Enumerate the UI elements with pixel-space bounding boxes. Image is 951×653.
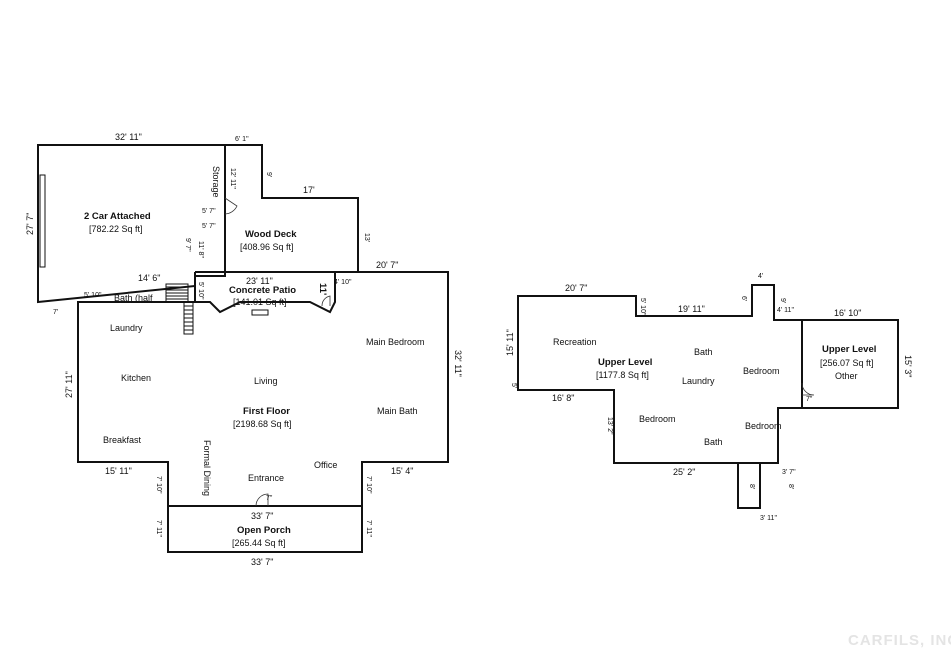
entry-door-swing — [255, 493, 269, 507]
dim-up-notch-right: 9' — [779, 298, 786, 303]
dim-garage-left: 27' 7" — [25, 213, 35, 235]
dim-up-bottom: 25' 2" — [673, 467, 695, 477]
garage-door-marking — [39, 174, 46, 268]
upper-bedroom-1-label: Bedroom — [743, 366, 780, 376]
dim-patio-r2: 4' 10" — [334, 279, 352, 286]
dim-up-inner-left: 13' 2" — [606, 417, 613, 435]
upper-bath-2-label: Bath — [704, 437, 723, 447]
dim-porch-left: 7' 11" — [155, 520, 162, 537]
deck-sqft: [408.96 Sq ft] — [240, 242, 294, 252]
dim-ff-top: 20' 7" — [376, 260, 398, 270]
watermark: CARFILS, INC — [848, 632, 951, 649]
dim-porch-right: 7' 11" — [365, 520, 372, 537]
dim-entry-top: 33' 7" — [251, 511, 273, 521]
dim-up-notch-out: 4' 11" — [777, 307, 794, 314]
dim-ff-bot-left: 15' 11" — [105, 466, 132, 476]
dim-up-step: 5' 10" — [639, 298, 646, 316]
dim-patio-right: 11' — [317, 283, 328, 295]
other-label: Other — [835, 371, 858, 381]
storage-walls — [225, 144, 263, 190]
dim-up-br-left: 8' — [748, 484, 755, 489]
dim-up-notch-top: 4' — [758, 273, 763, 280]
laundry-label: Laundry — [110, 323, 143, 333]
dim-entry-left: 7' 10" — [155, 476, 162, 494]
dim-up-left-small: 5' — [510, 383, 517, 388]
dim-up-top-mid: 19' 11" — [678, 304, 705, 314]
dim-storage-side: 12' 11" — [229, 168, 236, 189]
upper-level-walls — [517, 284, 803, 509]
first-floor-sqft: [2198.68 Sq ft] — [233, 419, 292, 429]
dim-deck-right: 13' — [363, 233, 370, 242]
kitchen-label: Kitchen — [121, 373, 151, 383]
dim-storage-top: 6' 1" — [235, 136, 249, 143]
dim-up-br-bottom: 3' 11" — [760, 515, 777, 522]
porch-walls — [167, 505, 363, 553]
dim-up-side-right: 15' 3" — [903, 355, 913, 377]
living-label: Living — [254, 376, 278, 386]
recreation-label: Recreation — [553, 337, 597, 347]
porch-name: Open Porch — [237, 525, 291, 536]
dim-entry-right: 7' 10" — [365, 476, 372, 494]
dim-deck-left: 11' 8" — [197, 241, 204, 258]
first-floor-name: First Floor — [243, 406, 290, 417]
dim-up-side-top: 16' 10" — [834, 308, 861, 318]
patio-door-swing — [321, 295, 331, 307]
patio-name: Concrete Patio — [229, 285, 296, 296]
upper-laundry-label: Laundry — [682, 376, 715, 386]
dim-up-br-right: 8' — [787, 484, 794, 489]
dim-garage-top: 32' 11" — [115, 132, 142, 142]
office-label: Office — [314, 460, 337, 470]
dim-stair-w: 5' 10" — [84, 292, 102, 299]
dim-deck-step: 9' — [265, 172, 272, 177]
deck-name: Wood Deck — [245, 229, 297, 240]
main-bath-label: Main Bath — [377, 406, 418, 416]
dim-up-notch-left: 6' — [740, 296, 747, 301]
dim-up-bot-left: 16' 8" — [552, 393, 574, 403]
patio-walls — [194, 272, 336, 314]
dim-patio-left: 5' 10" — [197, 282, 204, 300]
bath-half-label: Bath (half — [114, 293, 153, 303]
entrance-label: Entrance — [248, 473, 284, 483]
storage-label: Storage — [211, 166, 221, 198]
upper-bath-1-label: Bath — [694, 347, 713, 357]
upper-side-name: Upper Level — [822, 344, 876, 355]
garage-sqft: [782.22 Sq ft] — [89, 224, 143, 234]
dim-entry-door: 7" — [266, 495, 273, 502]
formal-dining-label: Formal Dining — [202, 440, 212, 496]
upper-bedroom-3-label: Bedroom — [745, 421, 782, 431]
garage-name: 2 Car Attached — [84, 211, 151, 222]
dim-ff-left: 27' 11" — [64, 371, 74, 398]
dim-ff-right: 32' 11" — [453, 350, 463, 377]
breakfast-label: Breakfast — [103, 435, 142, 445]
upper-side-walls — [802, 319, 899, 409]
dim-patio-top: 23' 11" — [246, 276, 273, 286]
dim-garage-bottom-left: 7' — [53, 309, 58, 316]
dim-ff-bot-right: 15' 4" — [391, 466, 413, 476]
dim-deck-top: 17' — [303, 185, 315, 195]
dim-porch-bottom: 33' 7" — [251, 557, 273, 567]
dim-up-door: 7" — [806, 396, 813, 403]
patio-sqft: [141.01 Sq ft] — [233, 297, 287, 307]
main-bedroom-label: Main Bedroom — [366, 337, 425, 347]
dim-storage-h: 9' 7" — [184, 238, 191, 252]
stairs — [165, 283, 194, 335]
dim-up-br-top: 3' 7" — [782, 469, 796, 476]
dim-up-left: 15' 11" — [505, 329, 515, 356]
upper-main-name: Upper Level — [598, 357, 652, 368]
upper-side-sqft: [256.07 Sq ft] — [820, 358, 874, 368]
upper-main-sqft: [1177.8 Sq ft] — [596, 370, 649, 380]
porch-sqft: [265.44 Sq ft] — [232, 538, 286, 548]
upper-bedroom-2-label: Bedroom — [639, 414, 676, 424]
storage-door-swing — [224, 197, 238, 215]
dim-stair-top: 14' 6" — [138, 273, 160, 283]
patio-step — [251, 309, 269, 316]
dim-up-top-left: 20' 7" — [565, 283, 587, 293]
dim-storage-w1: 5' 7" — [202, 208, 216, 215]
upper-door-swing — [801, 382, 815, 396]
dim-storage-w2: 5' 7" — [202, 223, 216, 230]
